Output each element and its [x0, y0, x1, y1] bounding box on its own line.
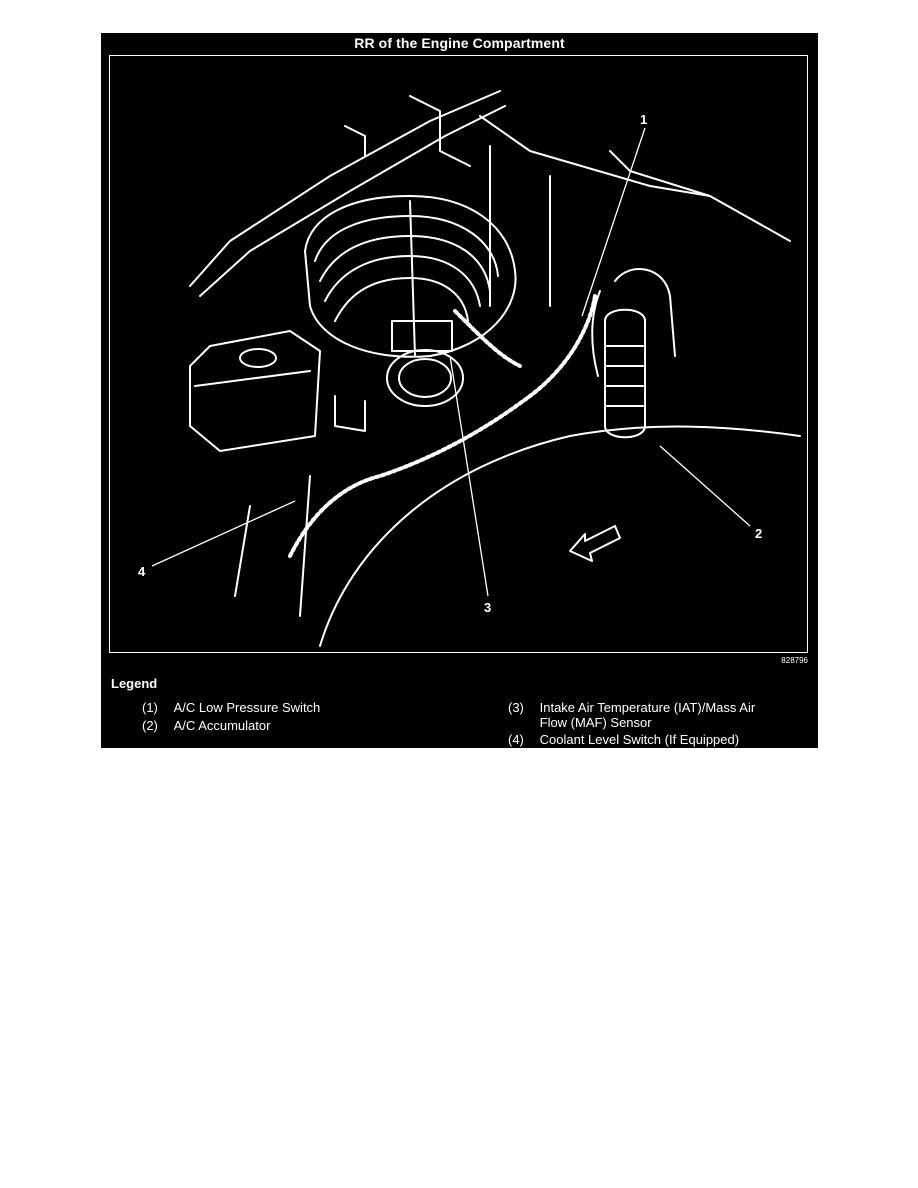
air-cleaner-seam [409, 200, 416, 357]
mount-bracket [334, 395, 366, 432]
legend-item-text: A/C Low Pressure Switch [173, 700, 321, 715]
callout-2-label: 2 [755, 526, 762, 541]
firewall-top [479, 115, 711, 197]
illustration-svg: 1 2 3 4 [138, 90, 801, 647]
legend-item-number: (3) [508, 700, 524, 715]
maf-duct-inner [398, 358, 452, 398]
figure-id: 828796 [781, 656, 808, 665]
wiring-harness [288, 294, 597, 558]
callout-4-label: 4 [138, 564, 146, 579]
air-cleaner-housing [304, 195, 517, 358]
fender-edge-line-inner [199, 105, 506, 297]
air-cleaner-rib-4 [334, 277, 469, 322]
legend-item-3: (3) Intake Air Temperature (IAT)/Mass Ai… [508, 700, 785, 730]
air-cleaner-rib-3 [324, 255, 481, 307]
wiring-harness-branch [453, 309, 522, 368]
callout-1-leader [581, 127, 646, 317]
legend-item-2: (2) A/C Accumulator [142, 718, 270, 733]
ac-line-lower [591, 290, 601, 377]
hood-latch [344, 125, 366, 157]
callout-3-leader [449, 355, 489, 597]
maf-sensor-body [391, 320, 453, 352]
legend-title: Legend [111, 676, 158, 691]
engine-compartment-illustration: 1 2 3 4 [109, 55, 808, 653]
cowl-bracket [409, 95, 471, 167]
accumulator-bands [606, 345, 644, 407]
ac-line-upper [614, 268, 676, 357]
legend-item-4: (4) Coolant Level Switch (If Equipped) [508, 732, 739, 747]
forward-arrow [569, 525, 621, 562]
legend-item-text: Coolant Level Switch (If Equipped) [539, 732, 740, 747]
frame-rail [299, 475, 311, 617]
ac-accumulator [604, 308, 646, 439]
legend-item-1: (1) A/C Low Pressure Switch [142, 700, 320, 715]
legend-item-number: (2) [142, 718, 158, 733]
callout-4-leader [151, 500, 296, 567]
legend-item-text: Intake Air Temperature (IAT)/Mass Air Fl… [539, 700, 756, 730]
legend-item-text: A/C Accumulator [173, 718, 271, 733]
callout-2-leader [659, 445, 751, 527]
callout-3-label: 3 [484, 600, 491, 615]
figure-panel: RR of the Engine Compartment [101, 33, 818, 748]
cowl-panel [609, 150, 791, 242]
legend-item-number: (4) [508, 732, 524, 747]
air-cleaner-rib-1 [314, 215, 499, 277]
air-cleaner-rib-2 [319, 235, 491, 292]
inner-fender-curve [319, 425, 801, 647]
reservoir-cap [239, 348, 277, 368]
fender-edge-line [189, 90, 501, 287]
coolant-reservoir [189, 330, 321, 452]
reservoir-seam [194, 370, 311, 387]
figure-title: RR of the Engine Compartment [354, 35, 565, 51]
frame-rail-2 [234, 505, 251, 597]
callout-1-label: 1 [640, 112, 647, 127]
legend-item-number: (1) [142, 700, 158, 715]
